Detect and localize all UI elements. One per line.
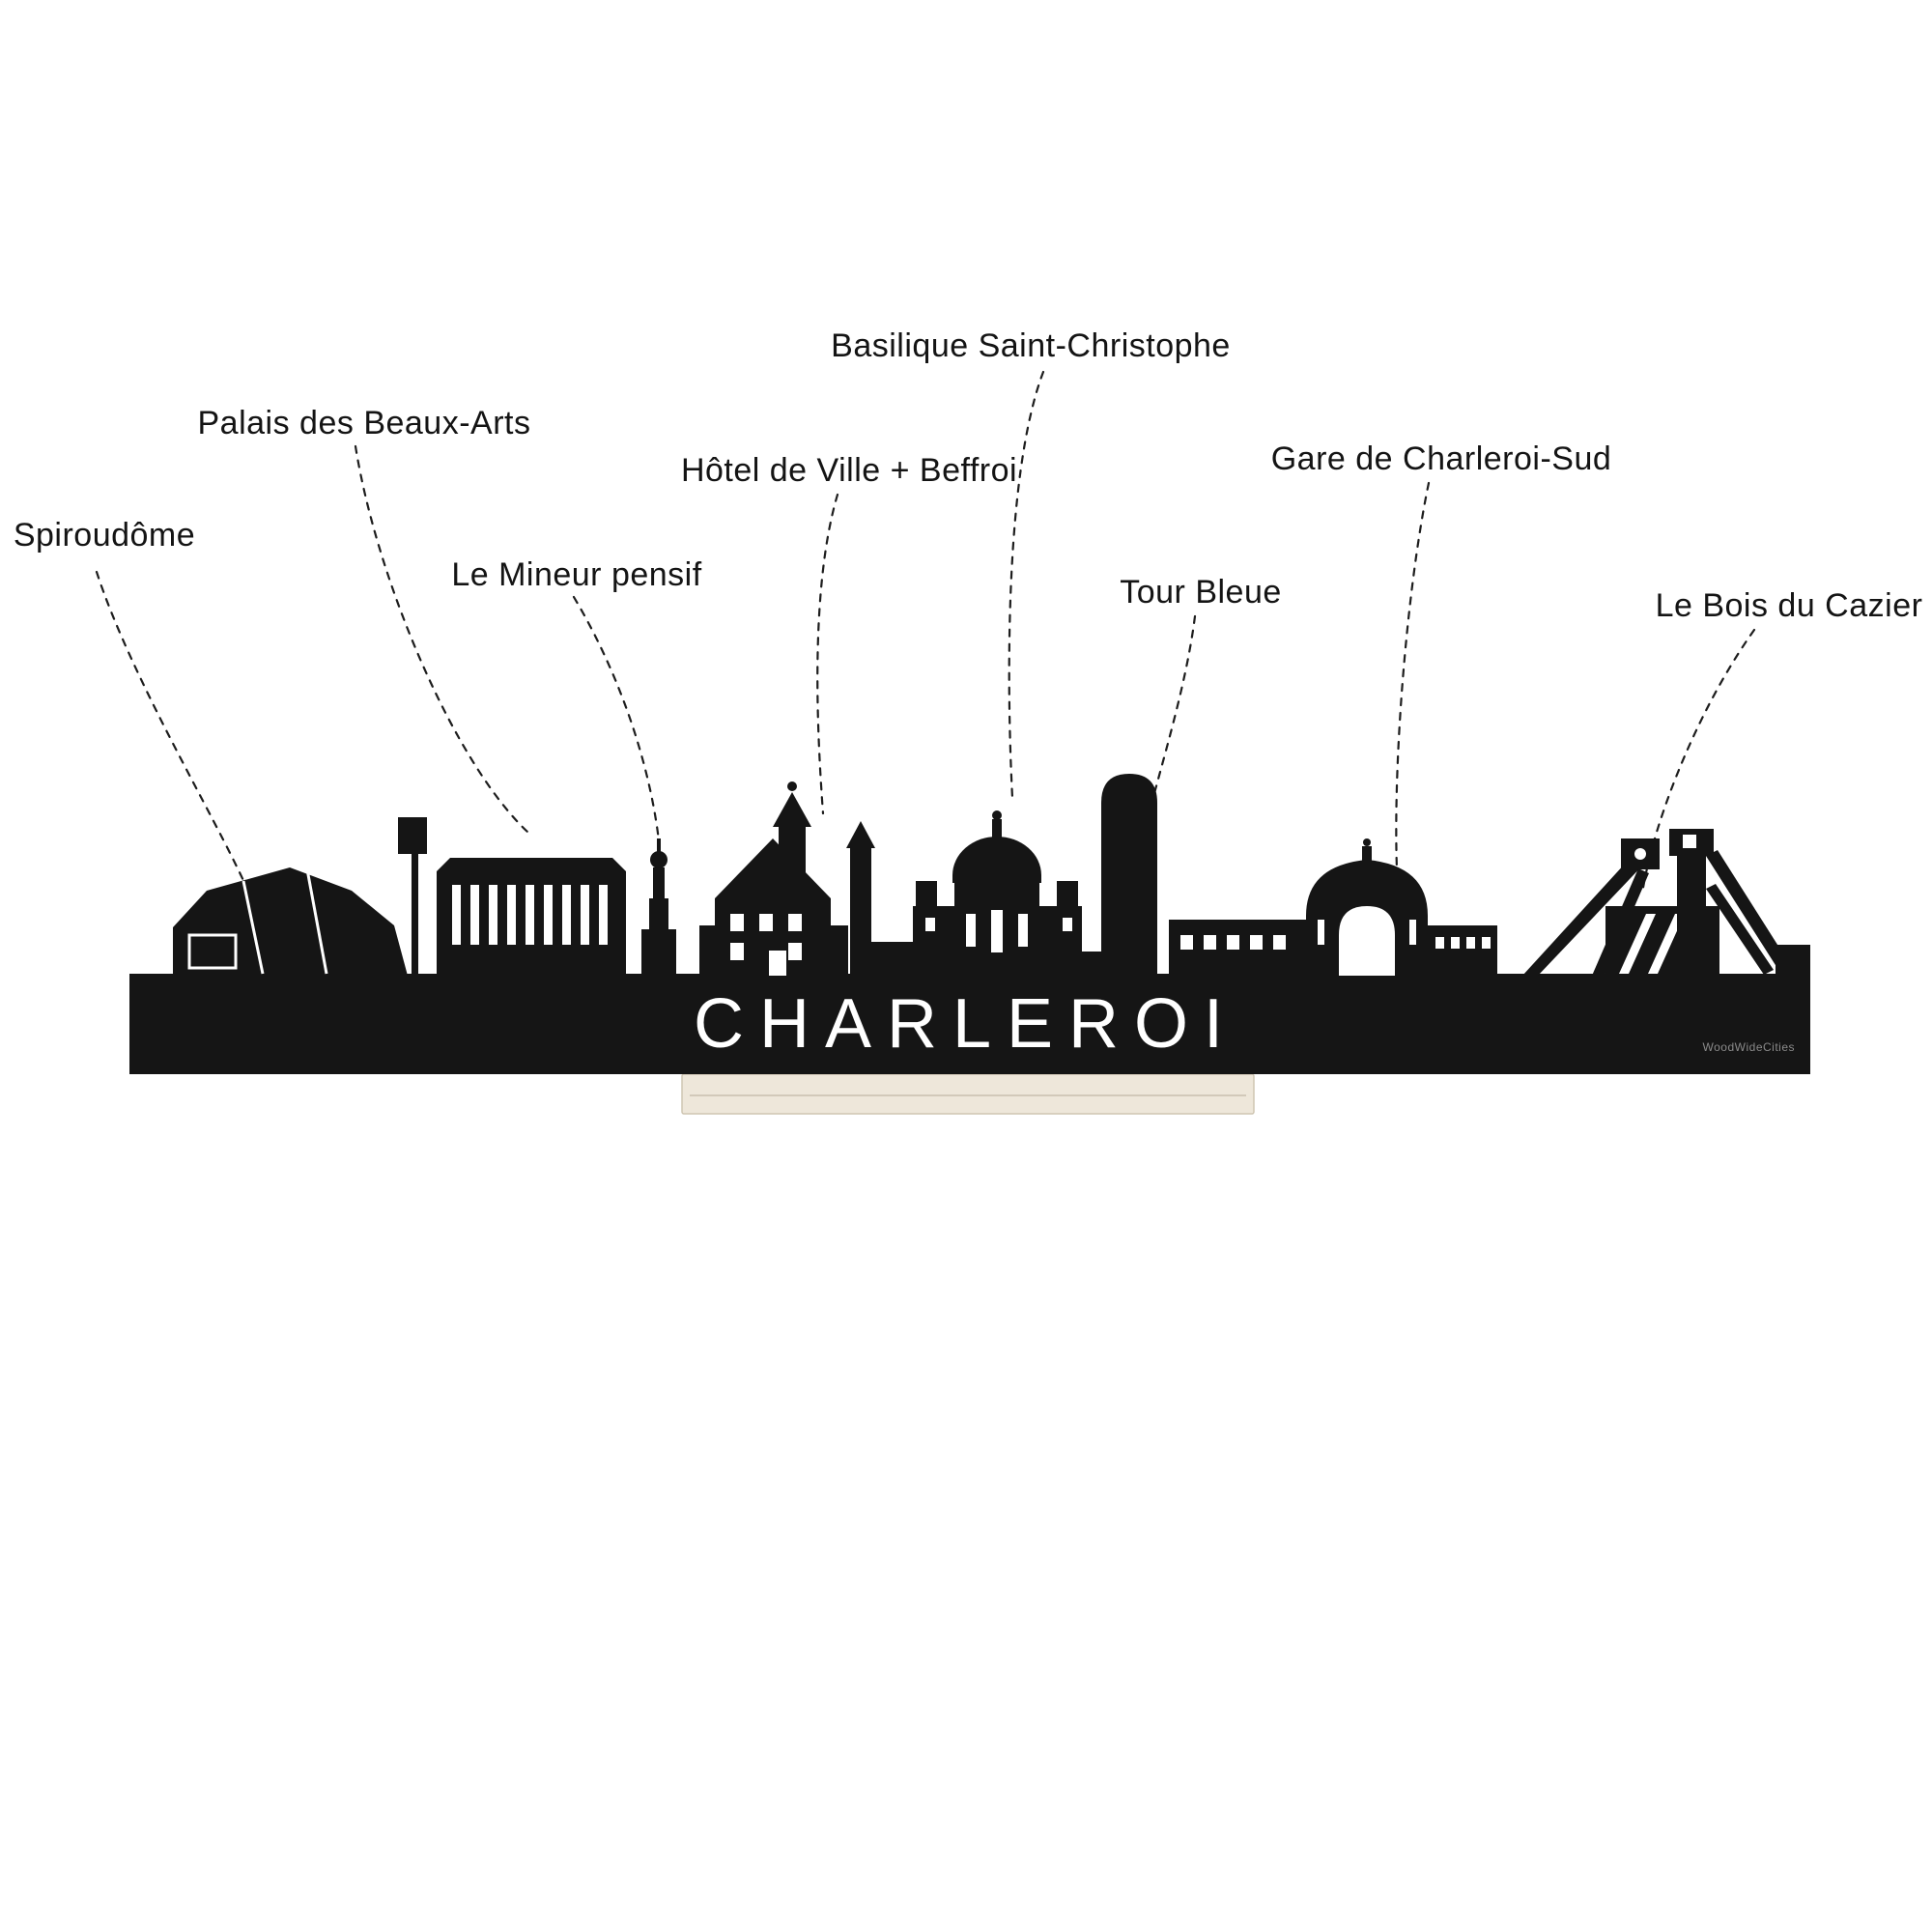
building-gare-de-charleroi-sud [1306,838,1497,976]
building-basilique-saint-christophe [913,810,1082,976]
leader-line-mineur [572,595,663,863]
leader-line-spiroudome [95,570,247,887]
watermark: WoodWideCities [1703,1040,1795,1054]
label-hotel-de-ville-beffroi: Hôtel de Ville + Beffroi [680,452,1018,489]
leader-line-basilique [1008,370,1045,800]
building-tour-bleue [1101,774,1157,976]
leader-line-gare [1395,481,1431,892]
leader-line-hotel-de-ville [816,493,839,815]
skyline-silhouette: CHARLEROI WoodWideCities [129,774,1810,1074]
skyline-title: CHARLEROI [694,985,1238,1063]
display-stand [681,1073,1255,1115]
building-low-strip [1169,920,1306,976]
building-low-wall-2 [1080,952,1105,976]
building-le-bois-du-cazier [1522,829,1810,976]
stand-base [681,1073,1255,1115]
skyline-base [129,974,1810,1074]
building-spiroudome [173,867,408,976]
building-le-mineur-pensif [641,838,676,976]
label-tour-bleue: Tour Bleue [1120,574,1282,611]
leader-lines [95,370,1756,892]
label-le-mineur-pensif: Le Mineur pensif [451,556,702,593]
label-basilique-saint-christophe: Basilique Saint-Christophe [831,327,1231,364]
label-palais-des-beaux-arts: Palais des Beaux-Arts [197,405,531,441]
building-low-wall-1 [867,942,918,976]
leader-line-palais [354,444,530,835]
label-spiroudome: Spiroudôme [13,517,196,554]
building-hotel-de-ville-beffroi [699,781,875,976]
label-le-bois-du-cazier: Le Bois du Cazier [1655,587,1923,624]
label-gare-de-charleroi-sud: Gare de Charleroi-Sud [1270,440,1612,477]
building-sign-pole [398,817,427,976]
building-palais-des-beaux-arts [437,858,626,976]
